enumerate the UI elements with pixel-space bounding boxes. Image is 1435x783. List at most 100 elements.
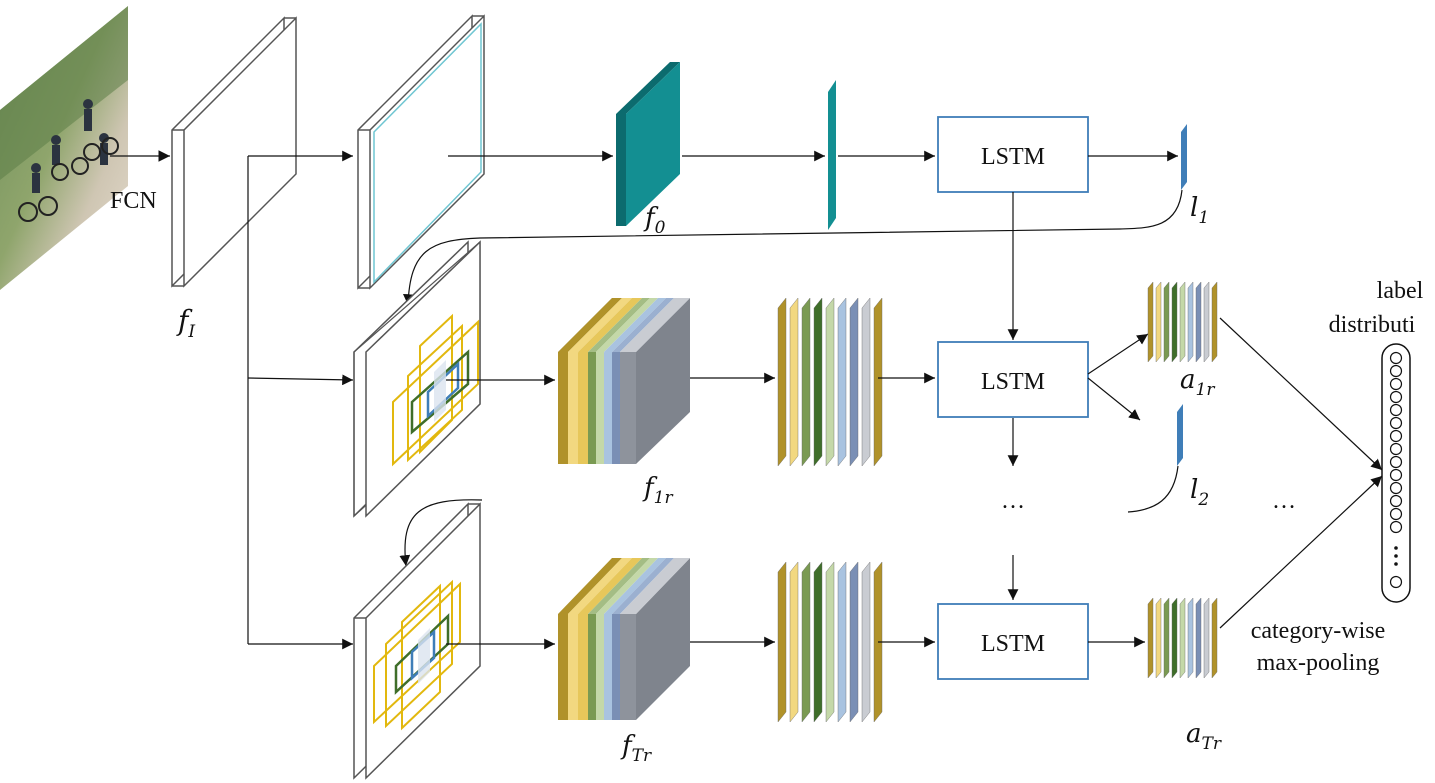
stripes-bot-stripe <box>837 561 847 723</box>
stripes-mid-stripe <box>849 297 859 467</box>
stripes-a1r-stripe <box>1163 281 1170 363</box>
l2-vector <box>1177 404 1183 466</box>
stripes-bot-stripe <box>861 561 871 723</box>
bike-wheels <box>18 137 119 222</box>
mid-attention-plate <box>353 240 481 518</box>
f1r-cube <box>558 297 690 464</box>
stripes-a1r-stripe <box>1187 281 1194 363</box>
feedback-l1-to-mid-plate <box>402 189 1183 306</box>
distribution-node <box>1389 507 1403 521</box>
distribution-node <box>1389 455 1403 469</box>
mid-stripes <box>777 297 883 467</box>
attention-box-green <box>410 349 470 435</box>
stripes-mid-stripe <box>825 297 835 467</box>
arrow-aTr-to-distribution <box>1219 475 1383 629</box>
bottom-stripes <box>777 561 883 723</box>
stripes-mid-stripe <box>861 297 871 467</box>
stripes-a1r-stripe <box>1211 281 1218 363</box>
distribution-node <box>1389 416 1403 430</box>
attention-box-blue <box>426 361 460 419</box>
input-image <box>0 6 128 290</box>
attention-box-yellow-4 <box>373 581 461 725</box>
attention-box-yellow-1 <box>392 319 479 467</box>
stripes-bot-stripe <box>789 561 799 723</box>
stripes-aTr-stripe <box>1147 597 1154 679</box>
feedback-l2-curve <box>1127 465 1179 513</box>
stripes-bot-stripe <box>801 561 811 723</box>
distribution-node <box>1389 429 1403 443</box>
ellipsis-right: … <box>1272 488 1296 514</box>
stripes-mid-stripe <box>813 297 823 467</box>
max-pooling-label: max-pooling <box>1257 650 1380 676</box>
arrow-lstm2-to-l2 <box>1087 377 1141 421</box>
distribution-node <box>1389 468 1403 482</box>
stripes-a1r-stripe <box>1179 281 1186 363</box>
lstm-box-2 <box>937 341 1089 418</box>
label-a1r: a1r <box>1180 365 1215 400</box>
attention-box-yellow-5 <box>385 579 453 729</box>
label-distribution-line2: distributi <box>1329 312 1416 338</box>
label-aTr: aTr <box>1186 719 1222 754</box>
distribution-node <box>1389 364 1403 378</box>
stripes-bot-stripe <box>849 561 859 723</box>
label-distribution-line1: label <box>1377 278 1424 304</box>
stripes-a1r-stripe <box>1147 281 1154 363</box>
label-fTr: fTr <box>620 731 652 766</box>
stripes-mid-stripe <box>873 297 883 467</box>
lstm-label-3: LSTM <box>981 631 1045 657</box>
cyclist-figures <box>31 99 109 193</box>
stripes-a1r-stripe <box>1203 281 1210 363</box>
stripes-aTr-stripe <box>1195 597 1202 679</box>
stripes-aTr-stripe <box>1203 597 1210 679</box>
stripes-aTr-stripe <box>1163 597 1170 679</box>
distribution-node <box>1389 575 1403 589</box>
stripes-aTr-stripe <box>1155 597 1162 679</box>
l1-vector <box>1181 124 1187 190</box>
stripes-a1r-stripe <box>1171 281 1178 363</box>
category-wise-label: category-wise <box>1251 618 1386 644</box>
distribution-node <box>1389 520 1403 534</box>
stripes-mid-stripe <box>801 297 811 467</box>
distribution-node <box>1389 403 1403 417</box>
f0-block <box>616 62 680 226</box>
attention-box-yellow-3 <box>419 313 453 455</box>
stripes-mid-stripe <box>837 297 847 467</box>
attention-box-yellow-2 <box>407 323 463 463</box>
top-feature-plate <box>357 14 485 290</box>
bottom-attention-plate <box>353 502 481 780</box>
distribution-nodes <box>1389 351 1403 589</box>
arrow-a1r-to-distribution <box>1219 317 1383 471</box>
lstm-box-3 <box>937 603 1089 680</box>
distribution-node <box>1389 442 1403 456</box>
a1r-stripes <box>1147 281 1218 363</box>
stripes-aTr-stripe <box>1187 597 1194 679</box>
arrow-to-mid-map <box>247 374 354 386</box>
stripes-aTr-stripe <box>1179 597 1186 679</box>
feedback-to-bottom-plate <box>399 499 483 567</box>
distribution-dot <box>1394 554 1398 558</box>
distribution-dot <box>1394 546 1398 550</box>
ellipsis-center: … <box>1001 488 1025 514</box>
label-f0: f0 <box>643 203 666 238</box>
label-f1r: f1r <box>642 473 673 508</box>
label-fI: fI <box>176 304 195 342</box>
stripes-bot-stripe <box>825 561 835 723</box>
arrow-lstm2-to-a1r <box>1087 333 1149 375</box>
f0-vector <box>828 80 836 230</box>
distribution-node <box>1389 377 1403 391</box>
stripes-aTr-stripe <box>1211 597 1218 679</box>
stripes-aTr-stripe <box>1171 597 1178 679</box>
fcn-label: FCN <box>110 188 157 214</box>
fTr-cube <box>558 558 690 720</box>
distribution-node <box>1389 390 1403 404</box>
attention-box-yellow-6 <box>401 583 441 731</box>
distribution-node <box>1389 494 1403 508</box>
aTr-stripes <box>1147 597 1218 679</box>
stripes-mid-stripe <box>777 297 787 467</box>
feature-map-fI <box>171 16 297 288</box>
label-l1: l1 <box>1190 193 1209 228</box>
distribution-node <box>1389 351 1403 365</box>
stripes-bot-stripe <box>813 561 823 723</box>
stripes-a1r-stripe <box>1155 281 1162 363</box>
